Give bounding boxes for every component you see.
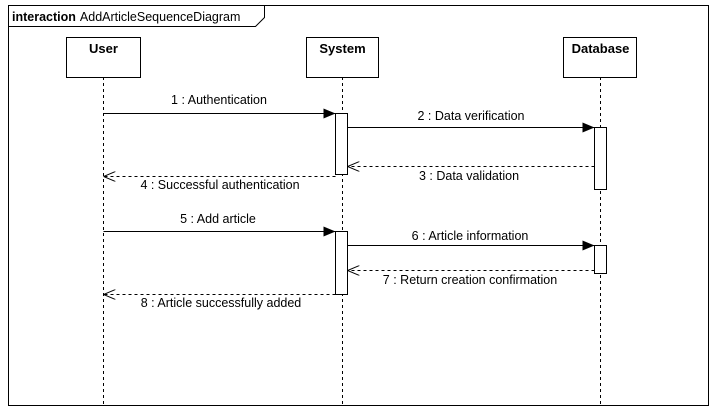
activation-database-2 xyxy=(594,245,607,274)
lifeline-system-head[interactable] xyxy=(306,37,379,78)
frame-name-tab xyxy=(8,5,265,27)
message-2-label: 2 : Data verification xyxy=(418,109,525,123)
message-3-label: 3 : Data validation xyxy=(419,169,519,183)
lifeline-user-label: User xyxy=(89,41,118,56)
message-7-label: 7 : Return creation confirmation xyxy=(383,273,557,287)
lifeline-system-label: System xyxy=(319,41,365,56)
message-6-label: 6 : Article information xyxy=(412,229,529,243)
lifeline-database-label: Database xyxy=(572,41,630,56)
frame-title: interaction AddArticleSequenceDiagram xyxy=(12,10,240,24)
frame-keyword: interaction xyxy=(12,10,76,24)
message-1-label: 1 : Authentication xyxy=(171,93,267,107)
activation-database-1 xyxy=(594,127,607,190)
frame-name: AddArticleSequenceDiagram xyxy=(80,10,241,24)
lifeline-database-head[interactable] xyxy=(563,37,637,78)
message-8-label: 8 : Article successfully added xyxy=(141,296,302,310)
lifeline-user-head[interactable] xyxy=(66,37,141,78)
message-4-label: 4 : Successful authentication xyxy=(140,178,299,192)
activation-system-2 xyxy=(335,231,348,295)
message-5-label: 5 : Add article xyxy=(180,212,256,226)
activation-system-1 xyxy=(335,113,348,175)
